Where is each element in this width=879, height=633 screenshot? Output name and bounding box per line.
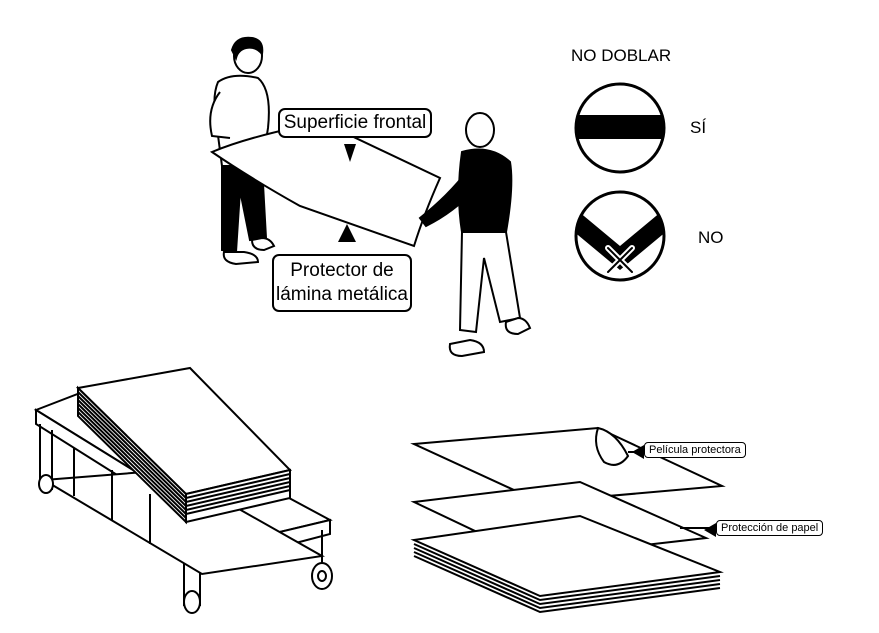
film-arrow-icon [632, 445, 644, 459]
paper-label: Protección de papel [716, 520, 824, 536]
film-label: Película protectora [644, 442, 746, 458]
bend-title: NO DOBLAR [571, 46, 672, 65]
film-peel [595, 426, 630, 466]
label-metal-protector: Protector de lámina metálica [272, 254, 412, 312]
protective-layers [410, 426, 726, 614]
bend-yes-circle [574, 82, 666, 174]
film-sheet [410, 426, 726, 504]
bend-yes-label: SÍ [690, 118, 707, 137]
label-metal-protector-line1: Protector de [290, 260, 394, 281]
label-front-surface: Superficie frontal [278, 108, 432, 138]
person-right [418, 112, 532, 358]
bend-no-label: NO [698, 228, 724, 247]
bend-no-circle [574, 190, 666, 282]
label-metal-protector-line2: lámina metálica [276, 284, 408, 305]
front-pointer [344, 144, 356, 162]
panel-stack [410, 514, 724, 598]
label-front-surface-text: Superficie frontal [283, 112, 427, 133]
cart-with-sheets [33, 366, 333, 614]
paper-arrow-icon [704, 523, 716, 537]
protector-pointer [338, 224, 356, 242]
